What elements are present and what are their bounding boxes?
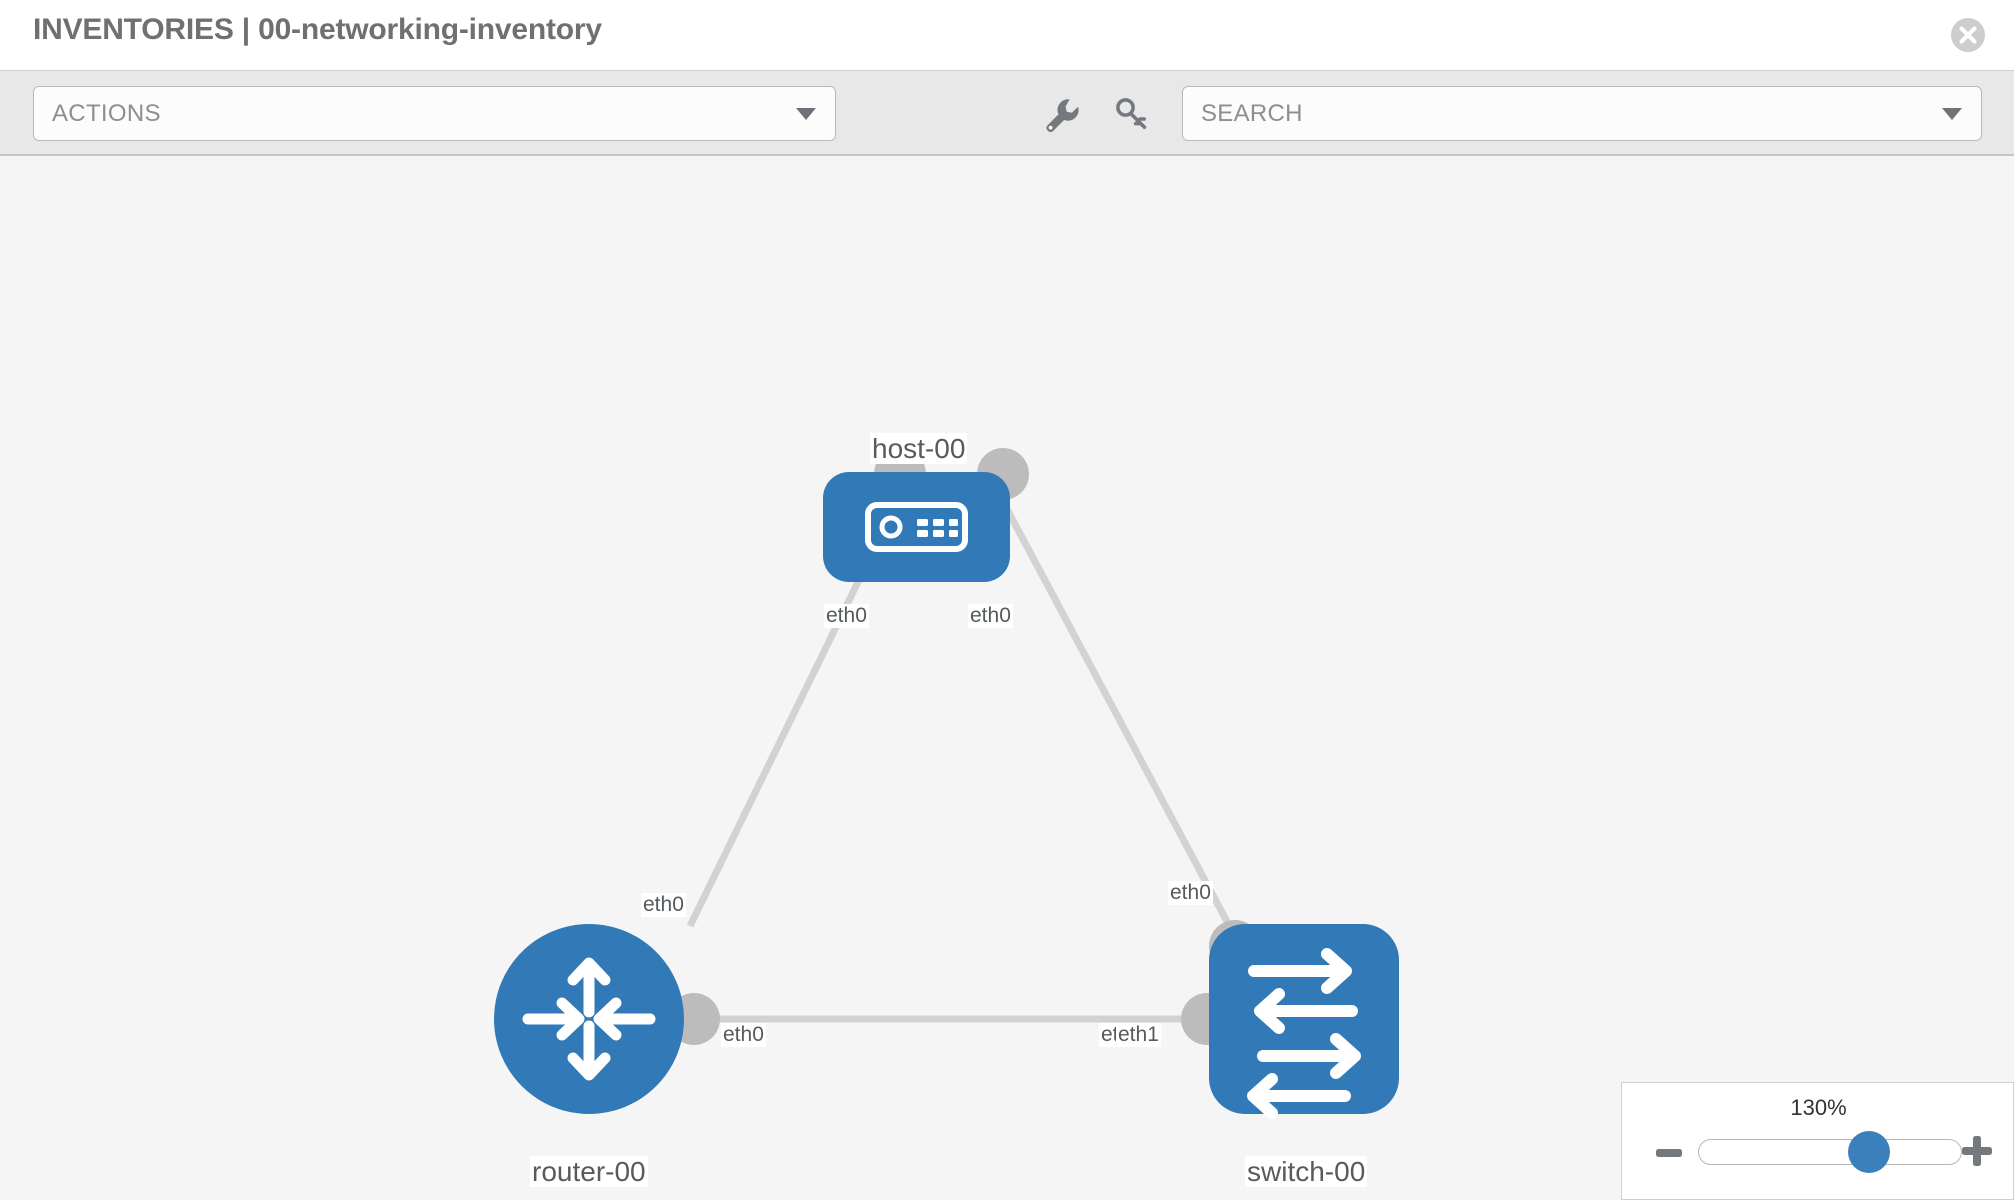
zoom-control-panel: 130% [1621, 1082, 2014, 1200]
chevron-down-icon [1942, 107, 1962, 120]
page-header: INVENTORIES | 00-networking-inventory [0, 0, 2014, 70]
node-label-host: host-00 [870, 433, 968, 465]
edge-label: eth0 [824, 604, 869, 628]
edge-label: eth1 [1116, 1023, 1161, 1047]
node-label-router: router-00 [530, 1156, 648, 1188]
actions-dropdown[interactable]: ACTIONS [33, 86, 836, 141]
topology-canvas[interactable]: eth0 eth0 eth0 eth0 eth0 eth0 eth1 host-… [0, 156, 2014, 1200]
edge-label: eth0 [1168, 881, 1213, 905]
edge-label: eth0 [641, 893, 686, 917]
key-icon[interactable] [1110, 93, 1152, 135]
zoom-level-value: 130% [1790, 1095, 1847, 1120]
zoom-slider-thumb[interactable] [1848, 1131, 1890, 1173]
page-title: INVENTORIES | 00-networking-inventory [33, 13, 602, 46]
wrench-icon[interactable] [1040, 93, 1082, 135]
server-appliance-icon [865, 502, 968, 552]
switch-arrows-icon [1247, 948, 1361, 1119]
close-icon[interactable] [1950, 17, 1986, 53]
search-placeholder: SEARCH [1201, 99, 1303, 127]
actions-dropdown-label: ACTIONS [52, 99, 161, 127]
toolbar: ACTIONS SEARCH [0, 70, 2014, 156]
chevron-down-icon [796, 107, 816, 120]
edge-label: eth0 [968, 604, 1013, 628]
zoom-in-button[interactable] [1961, 1135, 1993, 1167]
link-host-switch [996, 494, 1244, 948]
edge-label: eth0 [721, 1023, 766, 1047]
router-arrows-icon [522, 957, 656, 1081]
search-input[interactable]: SEARCH [1182, 86, 1982, 141]
node-label-switch: switch-00 [1245, 1156, 1368, 1188]
node-host-00 [823, 472, 1010, 582]
node-router-00 [494, 924, 684, 1114]
zoom-out-button[interactable] [1655, 1139, 1683, 1167]
zoom-slider[interactable] [1698, 1139, 1962, 1165]
topology-graph [494, 448, 1399, 1119]
node-switch-00 [1209, 924, 1399, 1119]
